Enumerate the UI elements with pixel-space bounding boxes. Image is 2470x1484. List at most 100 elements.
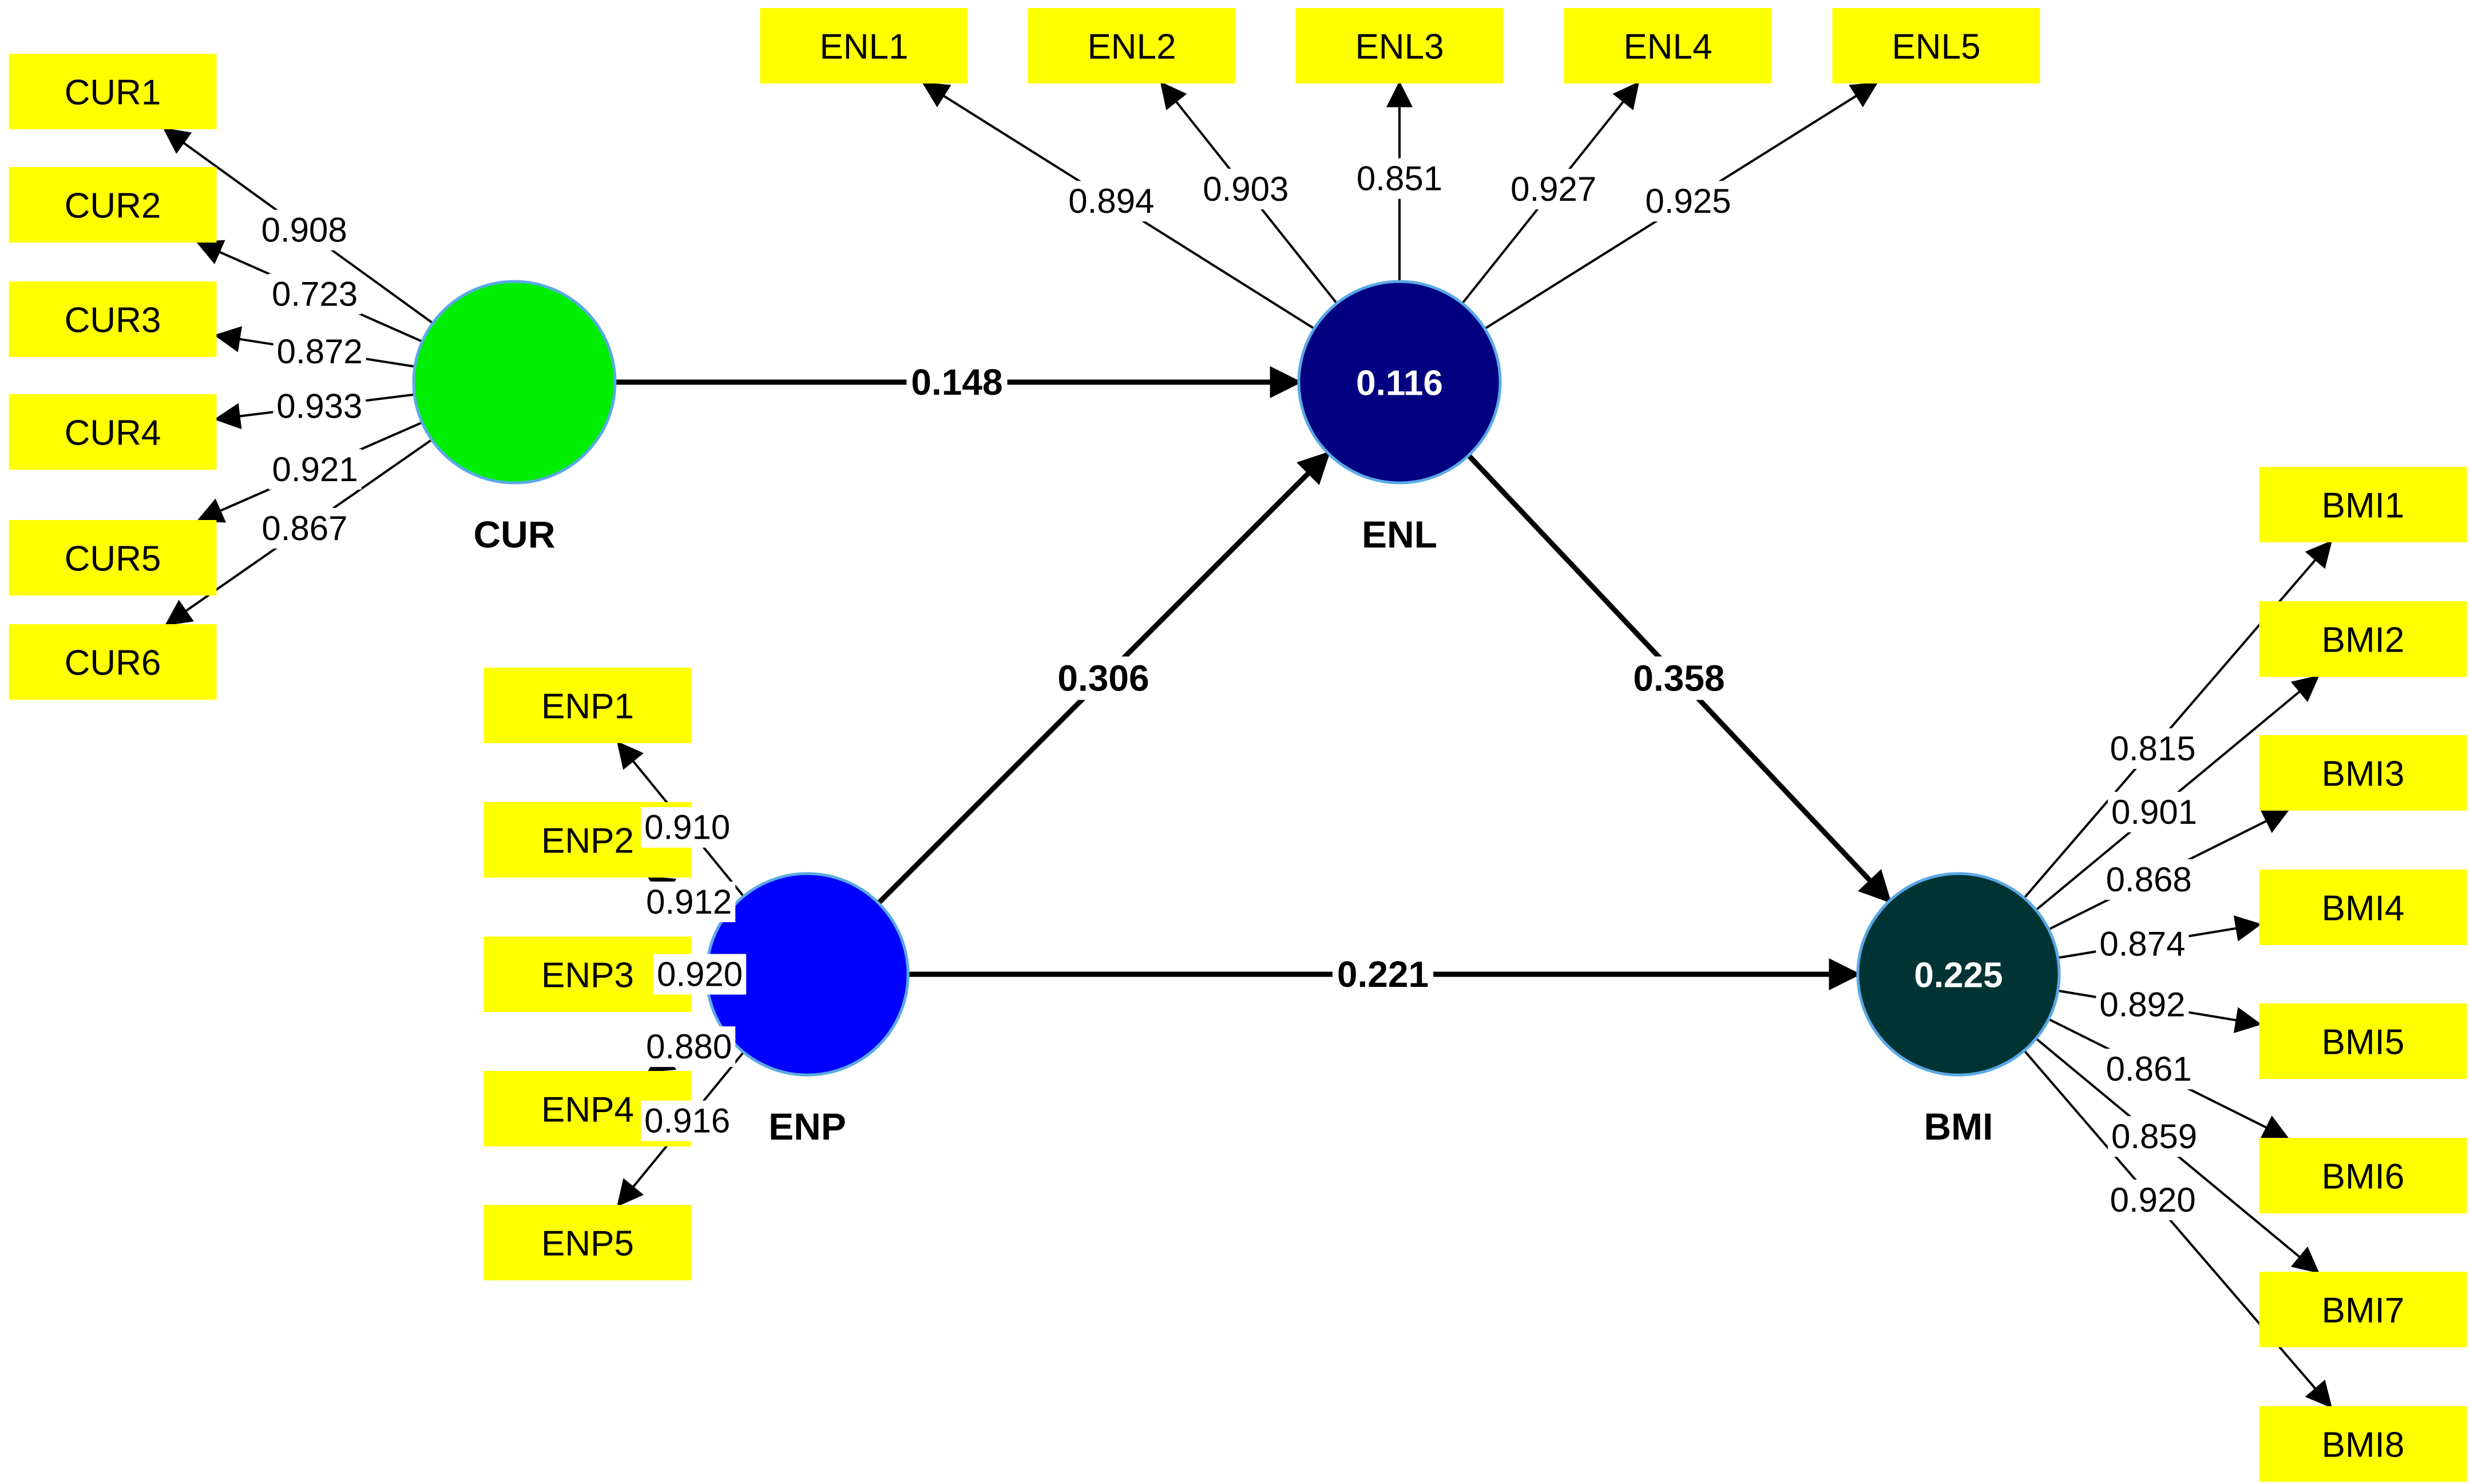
loading-value-cur5: 0.921 bbox=[272, 450, 358, 489]
loading-value-bmi2-background bbox=[2108, 791, 2201, 832]
indicator-label: BMI1 bbox=[2322, 486, 2405, 526]
indicator-cur6[interactable]: CUR6 bbox=[9, 624, 217, 700]
path-coefficient-enl-bmi-background bbox=[1628, 656, 1730, 700]
loading-value-bmi4-group: 0.874 bbox=[2096, 923, 2189, 965]
loading-value-cur4-background bbox=[273, 386, 366, 427]
indicator-enp3[interactable]: ENP3 bbox=[483, 937, 692, 1012]
construct-circle bbox=[1856, 872, 2061, 1077]
indicator-bmi1[interactable]: BMI1 bbox=[2259, 467, 2467, 542]
loading-value-enp3-background bbox=[653, 954, 747, 995]
loading-value-enl2: 0.903 bbox=[1203, 170, 1288, 208]
indicator-box bbox=[483, 668, 692, 743]
loading-value-cur4: 0.933 bbox=[276, 387, 362, 426]
loading-value-cur1: 0.908 bbox=[261, 211, 347, 249]
indicator-cur4[interactable]: CUR4 bbox=[9, 394, 217, 470]
indicator-label: CUR2 bbox=[65, 187, 161, 226]
path-coefficient-cur-enl-background bbox=[906, 360, 1008, 404]
path-coefficient-enp-enl-group: 0.306 bbox=[1053, 656, 1154, 700]
indicator-bmi5[interactable]: BMI5 bbox=[2259, 1003, 2467, 1079]
indicator-enl5[interactable]: ENL5 bbox=[1832, 8, 2040, 84]
path-coefficient-enl-bmi-group: 0.358 bbox=[1628, 656, 1730, 700]
indicator-box bbox=[1295, 8, 1504, 84]
indicator-enl1[interactable]: ENL1 bbox=[760, 8, 968, 84]
path-coefficient-enl-bmi: 0.358 bbox=[1633, 658, 1724, 699]
loading-value-bmi5-group: 0.892 bbox=[2096, 984, 2189, 1025]
loading-value-enl5: 0.925 bbox=[1646, 182, 1731, 220]
indicator-box bbox=[2259, 1406, 2467, 1482]
indicator-box bbox=[2259, 467, 2467, 542]
loading-value-enl1-background bbox=[1065, 181, 1158, 222]
indicator-enl3[interactable]: ENL3 bbox=[1295, 8, 1504, 84]
loading-value-bmi7-background bbox=[2108, 1116, 2201, 1157]
loading-value-enp3-group: 0.920 bbox=[653, 954, 747, 995]
indicator-label: BMI3 bbox=[2322, 755, 2405, 794]
indicator-box bbox=[2259, 1138, 2467, 1213]
loading-value-enp4-group: 0.880 bbox=[643, 1026, 736, 1068]
loading-value-enl4-background bbox=[1507, 169, 1600, 210]
indicator-bmi4[interactable]: BMI4 bbox=[2259, 870, 2467, 945]
construct-enp[interactable]: ENP bbox=[705, 872, 910, 1148]
loading-value-enl3: 0.851 bbox=[1357, 160, 1442, 198]
indicator-bmi3[interactable]: BMI3 bbox=[2259, 735, 2467, 811]
indicator-box bbox=[9, 520, 217, 596]
loading-value-bmi1: 0.815 bbox=[2110, 729, 2196, 768]
indicator-label: ENP2 bbox=[541, 822, 634, 861]
loading-value-enp5-background bbox=[641, 1100, 734, 1141]
loading-value-bmi4: 0.874 bbox=[2099, 924, 2185, 963]
indicator-box bbox=[1564, 8, 1772, 84]
indicator-label: ENL4 bbox=[1623, 27, 1712, 67]
indicator-label: CUR1 bbox=[65, 73, 161, 113]
path-coefficient-enp-enl-background bbox=[1053, 656, 1154, 700]
indicator-label: BMI6 bbox=[2322, 1157, 2405, 1197]
indicator-label: ENL2 bbox=[1087, 27, 1176, 67]
indicator-label: BMI7 bbox=[2322, 1291, 2405, 1331]
loading-value-bmi8-group: 0.920 bbox=[2106, 1179, 2199, 1220]
loading-value-cur1-group: 0.908 bbox=[257, 209, 351, 251]
indicator-label: ENL1 bbox=[819, 27, 908, 67]
indicator-bmi6[interactable]: BMI6 bbox=[2259, 1138, 2467, 1213]
loading-value-enl3-background bbox=[1353, 158, 1446, 199]
construct-cur[interactable]: CUR bbox=[412, 280, 617, 555]
loading-value-bmi5: 0.892 bbox=[2099, 986, 2185, 1024]
indicator-cur5[interactable]: CUR5 bbox=[9, 520, 217, 596]
indicator-cur2[interactable]: CUR2 bbox=[9, 167, 217, 243]
indicator-cur1[interactable]: CUR1 bbox=[9, 54, 217, 129]
loading-value-cur6-background bbox=[258, 507, 351, 549]
construct-label: ENP bbox=[768, 1105, 846, 1148]
loading-arrow-bmi8 bbox=[2023, 1050, 2333, 1408]
indicator-cur3[interactable]: CUR3 bbox=[9, 281, 217, 357]
loading-value-enp1-group: 0.910 bbox=[641, 807, 734, 848]
r-squared-value: 0.225 bbox=[1914, 956, 2003, 995]
indicator-bmi8[interactable]: BMI8 bbox=[2259, 1406, 2467, 1482]
indicator-enp5[interactable]: ENP5 bbox=[483, 1205, 692, 1280]
loading-value-enl5-group: 0.925 bbox=[1642, 181, 1735, 222]
path-coefficient-enp-bmi-background bbox=[1332, 953, 1434, 996]
indicator-enl2[interactable]: ENL2 bbox=[1028, 8, 1236, 84]
loading-value-bmi3-group: 0.868 bbox=[2102, 859, 2195, 900]
indicator-enl4[interactable]: ENL4 bbox=[1564, 8, 1772, 84]
indicator-box bbox=[483, 1205, 692, 1280]
indicator-box bbox=[1832, 8, 2040, 84]
loading-value-cur2-group: 0.723 bbox=[268, 273, 362, 315]
loading-value-enp5-group: 0.916 bbox=[641, 1100, 734, 1141]
indicator-bmi7[interactable]: BMI7 bbox=[2259, 1272, 2467, 1347]
loading-value-enl5-background bbox=[1642, 181, 1735, 222]
indicator-box bbox=[2259, 601, 2467, 677]
loading-value-cur3-group: 0.872 bbox=[273, 331, 366, 372]
construct-label: BMI bbox=[1924, 1105, 1993, 1148]
path-coefficient-enp-bmi-group: 0.221 bbox=[1332, 953, 1434, 996]
loading-value-enl1-group: 0.894 bbox=[1065, 181, 1158, 222]
loading-value-bmi3: 0.868 bbox=[2106, 860, 2192, 899]
loading-value-bmi2: 0.901 bbox=[2111, 793, 2197, 831]
indicator-label: CUR3 bbox=[65, 301, 161, 340]
indicator-bmi2[interactable]: BMI2 bbox=[2259, 601, 2467, 677]
indicator-enp1[interactable]: ENP1 bbox=[483, 668, 692, 743]
loading-value-cur3: 0.872 bbox=[277, 332, 363, 371]
indicator-label: ENP3 bbox=[541, 956, 634, 995]
loading-value-bmi7-group: 0.859 bbox=[2108, 1116, 2201, 1157]
loading-value-bmi6-background bbox=[2102, 1049, 2195, 1090]
loading-value-enp2-group: 0.912 bbox=[643, 881, 736, 922]
indicator-label: BMI4 bbox=[2322, 889, 2405, 929]
